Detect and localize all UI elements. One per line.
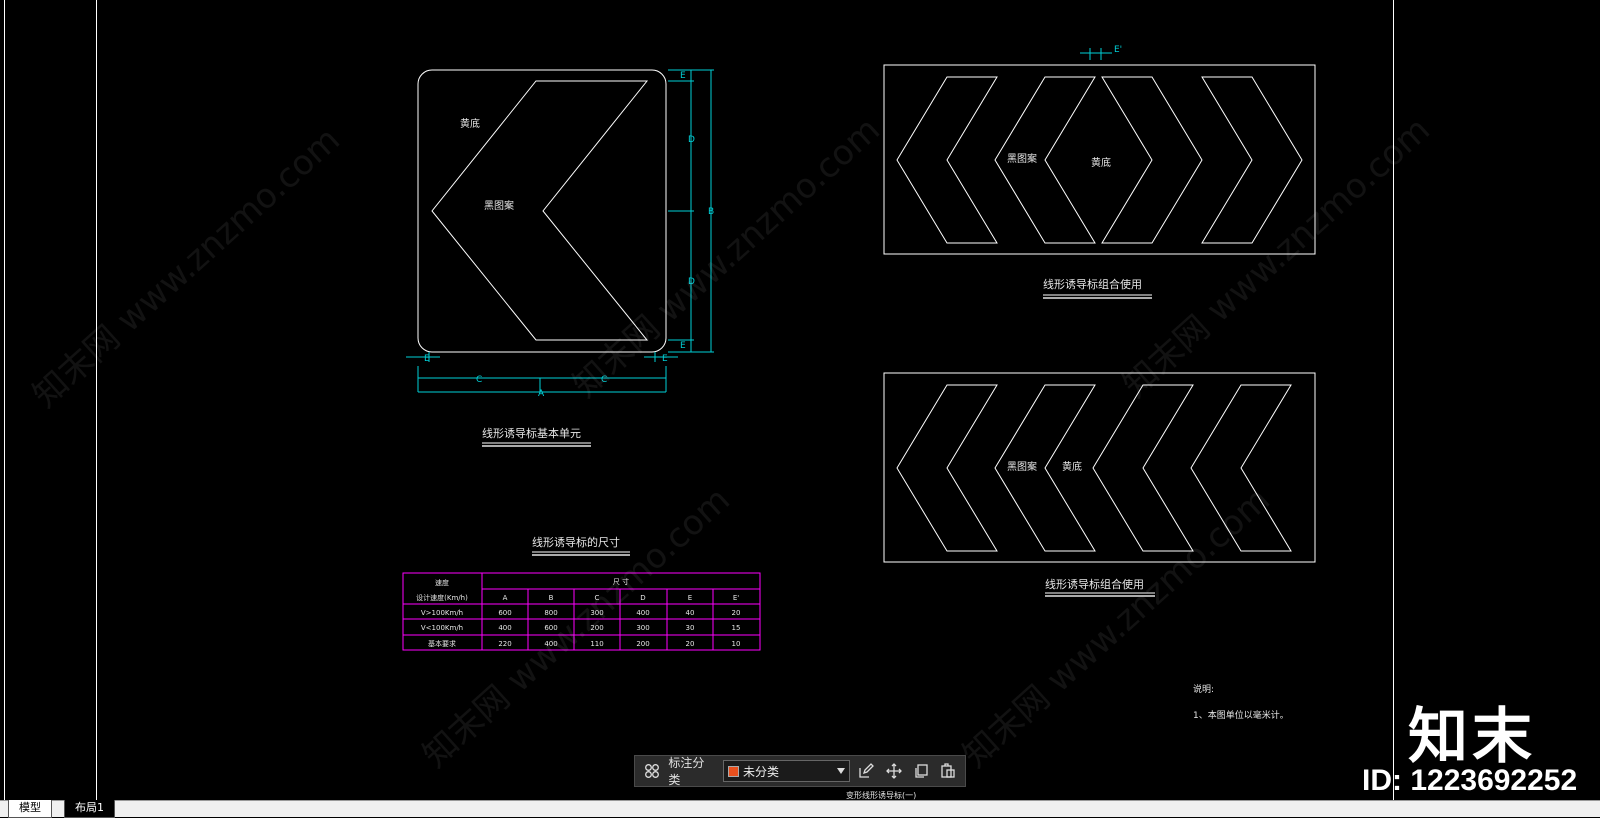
layer-select[interactable]: 未分类 [722,760,850,782]
footer-caption: 变形线形诱导标(一) [846,790,916,800]
dim-label-left-e: E [424,354,430,364]
size-table-grid [402,572,761,651]
basic-unit-label-pattern: 黑图案 [484,199,514,212]
combo-1-border [883,64,1316,255]
table-col-a: A [503,594,508,602]
table-col-c: C [595,594,600,602]
move-icon[interactable] [883,760,904,782]
table-row: V>100Km/h 600 800 300 400 40 20 [421,609,741,617]
svg-text:15: 15 [732,624,741,632]
svg-text:20: 20 [732,609,741,617]
table-col-b: B [549,594,554,602]
dim-label-b: B [708,207,714,217]
size-table-title: 线形诱导标的尺寸 [532,535,620,549]
annotation-toolbar: 标注分类 未分类 [634,755,966,787]
grid-icon[interactable] [641,760,662,782]
combo-2-title: 线形诱导标组合使用 [1045,577,1144,591]
layer-select-value: 未分类 [742,764,779,779]
svg-text:800: 800 [544,609,557,617]
toolbar-label: 标注分类 [668,756,705,787]
table-header-dims: 尺 寸 [613,577,629,586]
svg-text:300: 300 [590,609,603,617]
notes-heading: 说明: [1193,683,1214,695]
brand-id: ID: 1223692252 [1362,764,1578,797]
svg-text:200: 200 [636,640,649,648]
basic-unit-chevron [431,80,649,341]
layout-tab-bar: 模型 布局1 [0,800,1600,818]
basic-unit-label-background: 黄底 [460,117,480,130]
basic-unit-sign [417,69,667,353]
dim-label-top-e: E [680,71,686,81]
combo-1-chevrons [896,76,1303,244]
dim-label-c1: C [476,375,482,385]
svg-text:200: 200 [590,624,603,632]
combo-1-label-pattern: 黑图案 [1007,152,1037,165]
svg-text:10: 10 [732,640,741,648]
table-col-e: E [688,594,692,602]
basic-unit-border [417,69,667,353]
combo-1-label-background: 黄底 [1091,156,1111,169]
dim-label-d2: D [688,277,695,287]
table-row: 基本要求 220 400 110 200 20 10 [428,639,740,648]
combo-2-label-pattern: 黑图案 [1007,460,1037,473]
svg-text:300: 300 [636,624,649,632]
table-row-label: V>100Km/h [421,609,463,617]
table-col-d: D [640,594,645,602]
basic-unit-dimensions [406,69,714,393]
svg-text:110: 110 [590,640,603,648]
tab-layout1[interactable]: 布局1 [64,800,115,818]
svg-text:220: 220 [498,640,511,648]
basic-unit-title: 线形诱导标基本单元 [482,426,581,440]
dim-label-a: A [538,389,545,399]
svg-text:20: 20 [686,640,695,648]
tab-model[interactable]: 模型 [8,800,52,818]
table-header-speed-unit: 设计速度(Km/h) [416,593,468,602]
dim-label-d1: D [688,135,695,145]
edit-icon[interactable] [856,760,877,782]
combo-2-chevrons [896,384,1292,552]
combo-2-border [883,372,1316,563]
dim-label-c2: C [601,375,607,385]
dim-label-bottom-e: E [680,341,686,351]
table-row: V<100Km/h 400 600 200 300 30 15 [421,624,741,632]
table-row-label: 基本要求 [428,639,456,648]
svg-text:600: 600 [544,624,557,632]
table-row-label: V<100Km/h [421,624,463,632]
dim-label-e-prime: E' [1114,45,1122,55]
svg-text:40: 40 [686,609,695,617]
notes-line-1: 1、本图单位以毫米计。 [1193,709,1289,721]
layer-color-swatch [727,765,739,777]
dim-label-right-e: E [662,354,668,364]
table-column-headers: A B C D E E' [503,594,740,602]
combo-1-title: 线形诱导标组合使用 [1043,277,1142,291]
chevron-down-icon [836,768,845,774]
table-header-speed: 速度 [435,578,449,587]
svg-text:400: 400 [636,609,649,617]
copy-icon[interactable] [910,760,931,782]
table-col-e-prime: E' [733,594,739,602]
brand-logo: 知末 [1408,702,1536,772]
svg-text:400: 400 [498,624,511,632]
combo-2-label-background: 黄底 [1062,460,1082,473]
paste-icon[interactable] [938,760,959,782]
svg-text:400: 400 [544,640,557,648]
cad-drawing-canvas[interactable]: 黄底 黑图案 线形诱导标基本单元 黑图案 黄底 线形诱导标组合使用 黑图案 黄底… [0,0,1600,800]
svg-text:30: 30 [686,624,695,632]
svg-text:600: 600 [498,609,511,617]
